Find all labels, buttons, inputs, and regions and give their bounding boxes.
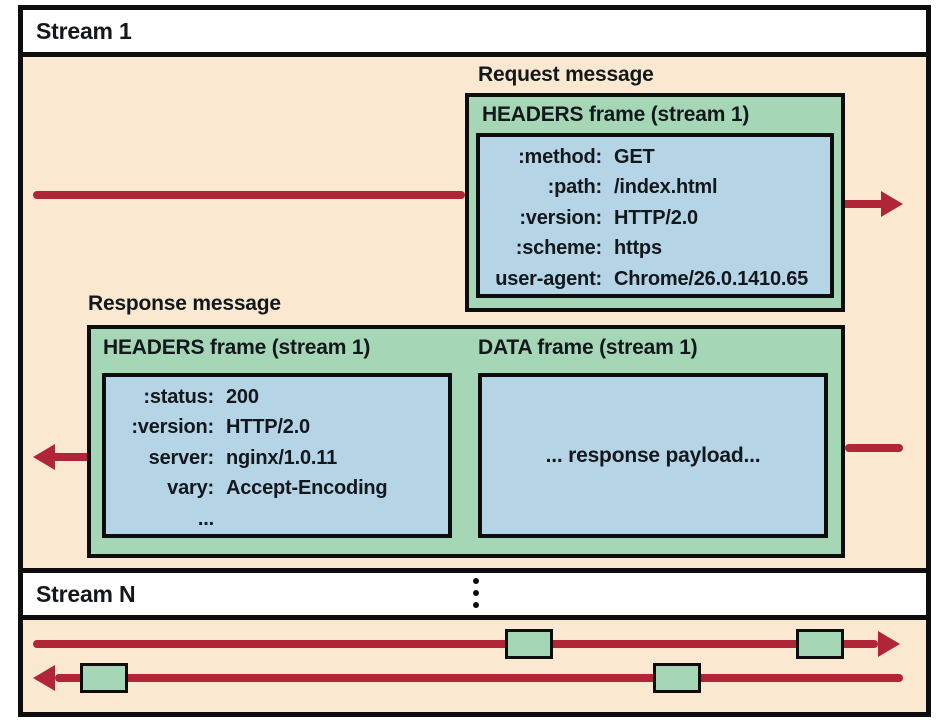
stream1-body: Request message HEADERS frame (stream 1)… xyxy=(23,57,926,573)
request-arrow-right-segment xyxy=(845,191,903,217)
request-headers-box: :method: GET :path: /index.html :version: H… xyxy=(476,133,834,298)
streamN-frame xyxy=(80,663,128,693)
response-data-box: ... response payload... xyxy=(478,373,828,538)
header-value: Chrome/26.0.1410.65 xyxy=(614,267,809,290)
streamN-frame xyxy=(796,629,844,659)
request-arrow-left-segment xyxy=(33,191,465,199)
header-value xyxy=(226,504,448,534)
header-value: 200 xyxy=(226,386,259,408)
header-key: :version: xyxy=(519,206,602,229)
response-frame: HEADERS frame (stream 1) :status: 200 :ve… xyxy=(87,325,845,558)
stream1-title-band: Stream 1 xyxy=(23,10,926,57)
header-value: /index.html xyxy=(614,176,718,199)
streamN-label: Stream N xyxy=(36,581,136,607)
header-key: :path: xyxy=(547,176,603,199)
stream1-label: Stream 1 xyxy=(36,18,132,44)
response-arrow-line xyxy=(55,453,89,461)
response-payload-text: ... response payload... xyxy=(545,443,761,467)
dot xyxy=(473,578,479,584)
response-data-frame-title: DATA frame (stream 1) xyxy=(478,336,698,359)
request-arrow-line xyxy=(845,200,881,208)
header-value: HTTP/2.0 xyxy=(614,206,698,229)
streamN-arrow-left xyxy=(33,665,903,691)
header-value: GET xyxy=(614,146,655,168)
response-arrow-left-segment xyxy=(33,444,89,470)
dot xyxy=(473,590,479,596)
header-value: https xyxy=(614,237,662,260)
vertical-ellipsis-icon xyxy=(473,578,479,614)
header-ellipsis: ... xyxy=(197,507,214,530)
response-headers-frame-title: HEADERS frame (stream 1) xyxy=(103,336,371,359)
connection-box: Stream 1 Request message HEADERS frame (… xyxy=(18,5,931,717)
header-value: nginx/1.0.11 xyxy=(226,446,337,469)
request-headers-frame: HEADERS frame (stream 1) :method: GET :pa… xyxy=(465,93,845,312)
arrow-right-icon xyxy=(878,631,900,657)
response-arrow-line xyxy=(845,444,903,452)
dot xyxy=(473,602,479,608)
streamN-arrow-right xyxy=(33,631,900,657)
arrow-right-icon xyxy=(881,191,903,217)
header-key: :method: xyxy=(518,146,602,168)
response-headers-box: :status: 200 :version: HTTP/2.0 server: ngi… xyxy=(102,373,452,538)
streamN-arrow-right-line xyxy=(33,640,878,648)
streamN-frame xyxy=(505,629,553,659)
request-headers-frame-title: HEADERS frame (stream 1) xyxy=(482,103,750,126)
response-arrow-right-segment xyxy=(845,444,903,452)
header-key: :version: xyxy=(131,416,214,439)
arrow-left-icon xyxy=(33,665,55,691)
streamN-frame xyxy=(653,663,701,693)
request-arrow-line xyxy=(33,191,465,199)
header-value: Accept-Encoding xyxy=(226,477,388,500)
arrow-left-icon xyxy=(33,444,55,470)
header-key: :status: xyxy=(143,386,214,408)
header-key: :scheme: xyxy=(515,237,602,260)
header-key: user-agent: xyxy=(495,267,602,290)
request-message-label: Request message xyxy=(478,63,654,86)
streamN-body xyxy=(23,620,926,712)
streamN-arrow-left-line xyxy=(55,674,903,682)
header-key: server: xyxy=(148,446,215,469)
header-value: HTTP/2.0 xyxy=(226,416,310,439)
header-key: vary: xyxy=(167,477,214,500)
response-message-label: Response message xyxy=(88,292,281,315)
streamN-title-band: Stream N xyxy=(23,573,926,620)
